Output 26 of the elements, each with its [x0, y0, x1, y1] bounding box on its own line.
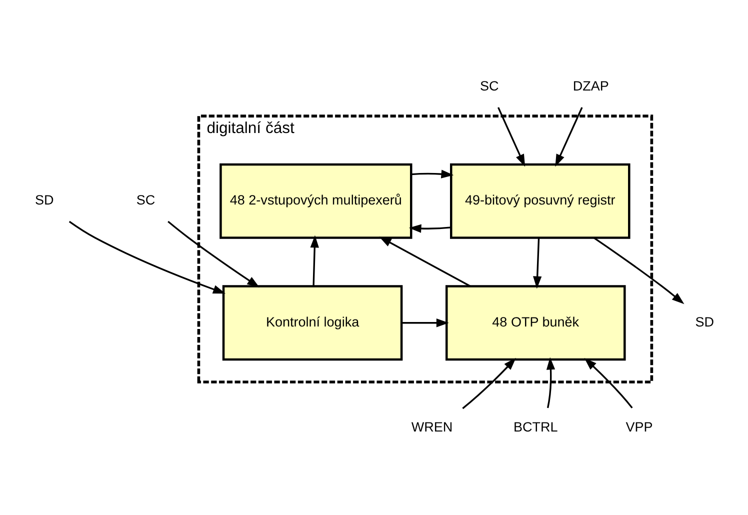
node-text: BCTRL [512, 420, 558, 435]
node-box: 48 OTP buněk [444, 285, 626, 361]
arrow [68, 220, 225, 294]
node-box: 48 2-vstupových multipexerů [219, 163, 412, 239]
arrow [592, 237, 684, 304]
node-text: SD [694, 314, 714, 330]
arrow [401, 318, 448, 328]
arrow [378, 236, 470, 287]
node-box: Kontrolní logika [222, 285, 402, 361]
node-text: VPP [625, 420, 652, 435]
node-text: SD [34, 192, 54, 208]
arrow [546, 357, 555, 408]
node-text: SC [480, 78, 498, 94]
arrow [584, 358, 632, 408]
node-box: 49-bitový posuvný registr [450, 163, 630, 239]
arrow [410, 170, 454, 178]
arrow [532, 238, 542, 289]
node-text: SC [136, 192, 155, 208]
arrow [310, 235, 318, 286]
arrow [462, 358, 516, 410]
arrow [497, 107, 525, 167]
arrow [167, 220, 260, 288]
node-text: DZAP [572, 78, 608, 94]
arrow [554, 107, 582, 167]
arrow [408, 224, 451, 233]
node-text: WREN [410, 420, 452, 435]
